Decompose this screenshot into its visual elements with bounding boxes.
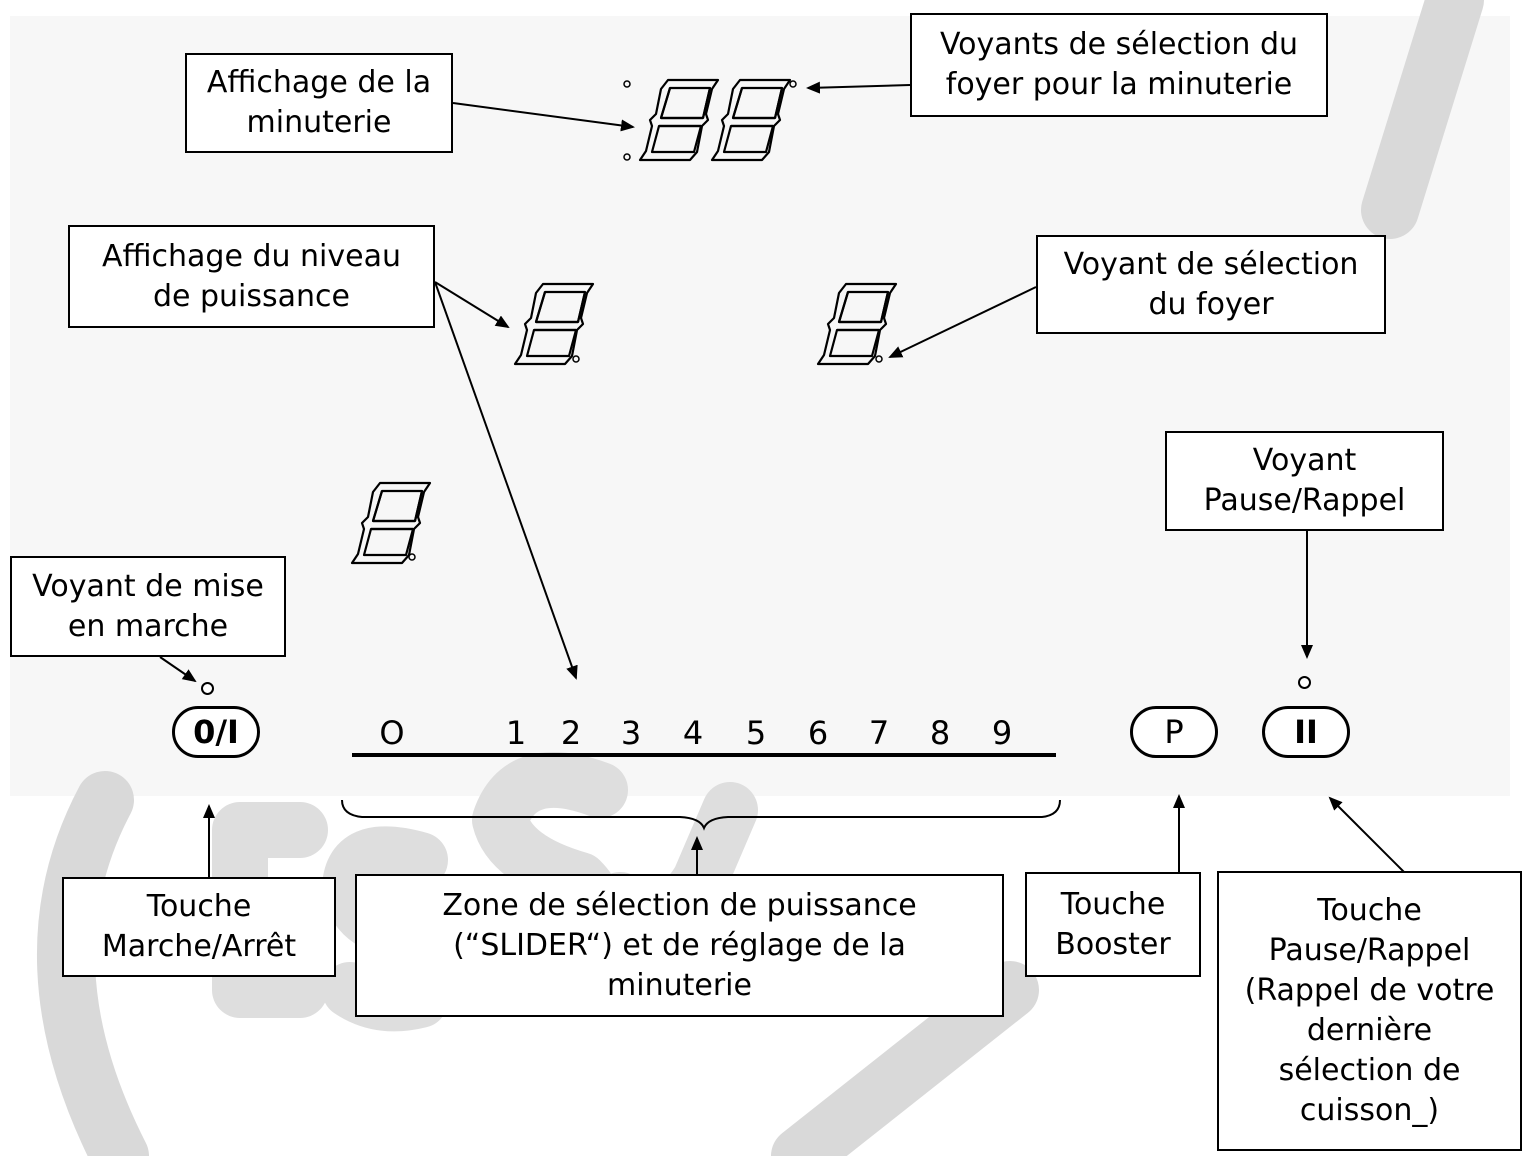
slider-label-0: O [379, 714, 405, 752]
slider-label-5: 5 [745, 714, 767, 752]
power-on-led [201, 682, 214, 695]
slider-label-3: 3 [620, 714, 642, 752]
slider-label-4: 4 [682, 714, 704, 752]
slider-track[interactable] [352, 753, 1056, 757]
slider-label-6: 6 [807, 714, 829, 752]
pause-led [1298, 676, 1311, 689]
pause-button[interactable]: II [1262, 706, 1350, 758]
slider-label-7: 7 [868, 714, 890, 752]
slider-label-2: 2 [560, 714, 582, 752]
slider-label-1: 1 [505, 714, 527, 752]
onoff-button[interactable]: 0/I [172, 706, 260, 758]
slider-label-9: 9 [991, 714, 1013, 752]
pause-button-label: II [1294, 713, 1318, 751]
booster-button[interactable]: P [1130, 706, 1218, 758]
callout-slider-zone: Zone de sélection de puissance(“SLIDER“)… [355, 874, 1004, 1017]
onoff-button-label: 0/I [193, 713, 239, 751]
slider-label-8: 8 [929, 714, 951, 752]
booster-button-label: P [1164, 713, 1184, 751]
